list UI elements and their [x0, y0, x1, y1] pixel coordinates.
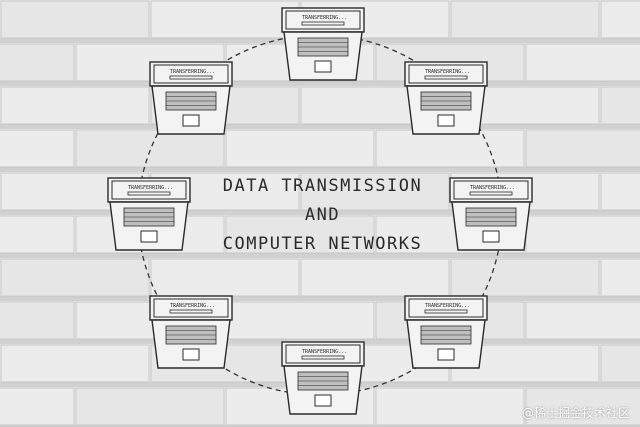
trackpad [315, 61, 331, 72]
brick [0, 130, 74, 167]
brick [601, 87, 640, 124]
mortar-shadow [0, 124, 640, 129]
laptop-screen-label: TRANSFERRING... [170, 303, 215, 309]
laptop-node-7: TRANSFERRING... [405, 296, 487, 368]
laptop-screen-label: TRANSFERRING... [302, 15, 347, 21]
trackpad [183, 115, 199, 126]
brick [226, 130, 374, 167]
brick [526, 216, 640, 253]
trackpad [141, 231, 157, 242]
brick [526, 44, 640, 81]
trackpad [483, 231, 499, 242]
laptop-screen-label: TRANSFERRING... [128, 185, 173, 191]
watermark: @稀土掘金技术社区 [522, 404, 630, 421]
brick [226, 302, 374, 339]
brick [526, 130, 640, 167]
brick [301, 259, 449, 296]
brick [601, 1, 640, 38]
brick [0, 216, 74, 253]
brick [601, 345, 640, 382]
brick [451, 1, 599, 38]
headline-line-3: COMPUTER NETWORKS [185, 230, 460, 259]
laptop-screen-label: TRANSFERRING... [425, 69, 470, 75]
laptop-screen-label: TRANSFERRING... [470, 185, 515, 191]
laptop-node-5: TRANSFERRING... [450, 178, 532, 250]
brick [151, 1, 299, 38]
brick [1, 345, 149, 382]
laptop-node-6: TRANSFERRING... [150, 296, 232, 368]
headline-line-2: AND [185, 201, 460, 230]
headline-line-1: DATA TRANSMISSION [185, 172, 460, 201]
laptop-screen-label: TRANSFERRING... [425, 303, 470, 309]
brick [1, 259, 149, 296]
brick [601, 259, 640, 296]
laptop-node-4: TRANSFERRING... [108, 178, 190, 250]
brick [526, 302, 640, 339]
brick [76, 388, 224, 425]
brick [0, 388, 74, 425]
laptop-node-1: TRANSFERRING... [282, 8, 364, 80]
brick [601, 173, 640, 210]
laptop-node-8: TRANSFERRING... [282, 342, 364, 414]
trackpad [183, 349, 199, 360]
brick [151, 259, 299, 296]
headline: DATA TRANSMISSION AND COMPUTER NETWORKS [185, 172, 460, 259]
laptop-node-2: TRANSFERRING... [150, 62, 232, 134]
brick [451, 259, 599, 296]
brick [376, 130, 524, 167]
brick [0, 302, 74, 339]
brick [1, 1, 149, 38]
trackpad [438, 115, 454, 126]
mortar-shadow [0, 296, 640, 301]
laptop-screen-label: TRANSFERRING... [170, 69, 215, 75]
laptop-node-3: TRANSFERRING... [405, 62, 487, 134]
trackpad [315, 395, 331, 406]
brick [0, 44, 74, 81]
brick [1, 87, 149, 124]
brick [376, 388, 524, 425]
mortar-shadow [0, 81, 640, 86]
laptop-screen-label: TRANSFERRING... [302, 349, 347, 355]
brick [76, 130, 224, 167]
trackpad [438, 349, 454, 360]
